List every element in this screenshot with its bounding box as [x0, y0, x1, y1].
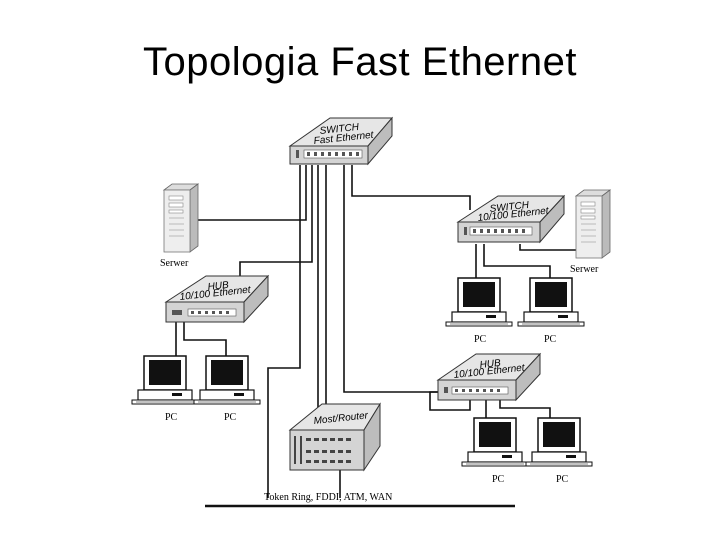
backbone-label: Token Ring, FDDI, ATM, WAN	[264, 492, 392, 503]
pc-label: PC	[544, 334, 557, 345]
hub-left: HUB 10/100 Ethernet	[166, 276, 268, 322]
pc-left-1	[132, 356, 198, 404]
switch-10-100-ethernet: SWITCH 10/100 Ethernet	[458, 196, 564, 242]
pc-left-2	[194, 356, 260, 404]
switch-fast-ethernet: SWITCH Fast Ethernet	[290, 118, 392, 164]
pc-label: PC	[165, 412, 178, 423]
server-right-label: Serwer	[570, 264, 599, 275]
pc-top-right-2	[518, 278, 584, 326]
router-bridge: Most/Router	[290, 404, 380, 470]
server-left	[164, 184, 198, 252]
pc-bottom-right-2	[526, 418, 592, 466]
pc-bottom-right-1	[462, 418, 528, 466]
pc-label: PC	[224, 412, 237, 423]
pc-top-right-1	[446, 278, 512, 326]
pc-label: PC	[556, 474, 569, 485]
server-left-label: Serwer	[160, 258, 189, 269]
pc-label: PC	[474, 334, 487, 345]
pc-label: PC	[492, 474, 505, 485]
hub-right: HUB 10/100 Ethernet	[438, 354, 540, 400]
server-right	[576, 190, 610, 258]
